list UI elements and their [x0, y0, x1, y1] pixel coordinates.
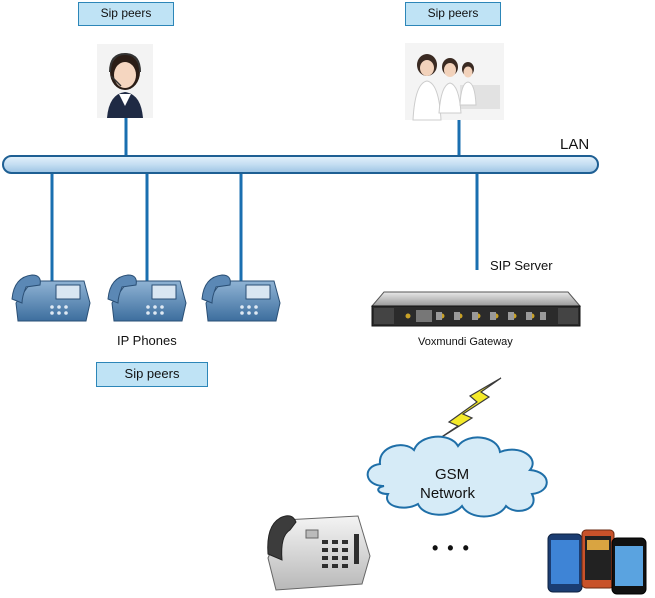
sip-peers-tag-bottom: Sip peers [96, 362, 208, 387]
gsm-cloud-icon [366, 435, 548, 518]
ip-phone-icon [107, 274, 187, 322]
sip-peers-tag-top-left: Sip peers [78, 2, 174, 26]
desk-phone-icon [267, 515, 371, 591]
sip-peers-tag-top-right: Sip peers [405, 2, 501, 26]
ip-phones-label: IP Phones [117, 333, 177, 348]
gateway-device-icon [370, 291, 582, 327]
call-center-team-icon [405, 43, 504, 121]
call-center-agent-icon [97, 44, 153, 118]
lan-label: LAN [560, 136, 590, 153]
gateway-label: Voxmundi Gateway [418, 336, 513, 348]
lan-bus [2, 155, 599, 174]
network-label: Network [420, 485, 476, 502]
ellipsis-label: • • • [432, 538, 471, 558]
lightning-icon [433, 377, 502, 443]
ip-phone-icon [11, 274, 91, 322]
ip-phone-icon [201, 274, 281, 322]
mobile-phones-icon [547, 529, 647, 595]
connectors [50, 118, 479, 285]
gsm-label: GSM [435, 466, 470, 483]
sip-server-label: SIP Server [490, 258, 553, 273]
